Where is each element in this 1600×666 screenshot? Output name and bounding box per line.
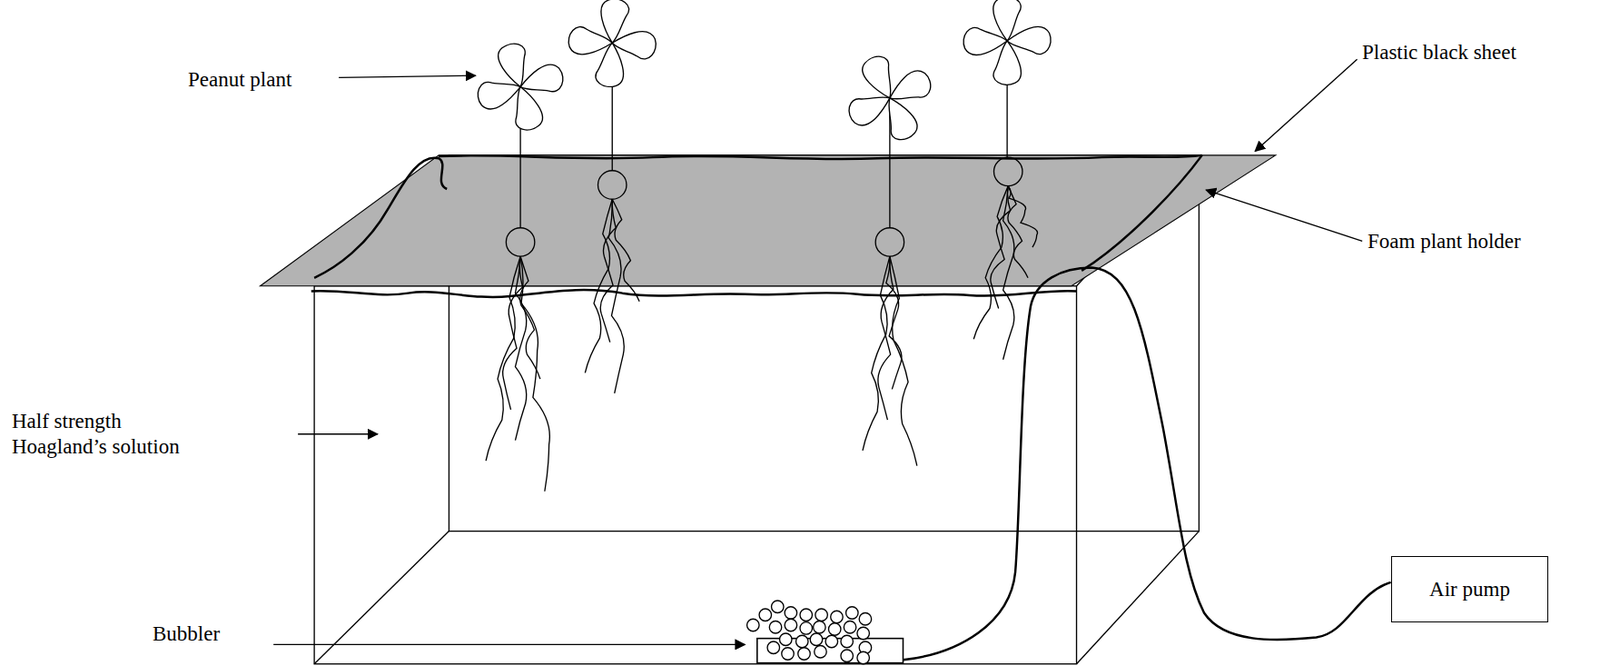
bubble [828,622,840,635]
bubble [784,606,797,619]
part-label: Bubbler [152,621,220,647]
root-stroke [584,198,613,373]
root-stroke [485,256,521,461]
root-stroke [1003,186,1015,360]
part-label: Half strength Hoagland’s solution [11,408,217,459]
part-label: Plastic black sheet [1362,39,1517,66]
plant-roots [485,186,1038,492]
device-box: Air pump [1391,555,1549,623]
root-stroke [1007,186,1028,278]
root-stroke [514,256,526,440]
bubble [759,608,771,621]
bubble [809,632,822,645]
root-stroke [600,198,616,342]
air-tube [902,267,1391,661]
bubble [825,634,838,647]
root-stroke [973,186,1008,340]
root-stroke [990,186,1011,309]
bubble [771,600,784,613]
bubble [798,647,810,660]
bubble [767,641,780,653]
root-stroke [520,256,550,492]
plastic-sheet [311,155,1203,297]
peanut-plants [477,0,1059,257]
bubble [843,621,856,633]
root-stroke [1007,186,1038,247]
bubble [846,606,859,619]
root-stroke [889,256,918,465]
bubble [840,634,853,647]
bubble [784,618,797,631]
bubble [747,618,760,631]
box-text: Air pump [1429,577,1511,602]
leader-arrows [273,59,1363,644]
bubble [859,612,871,625]
bubble [800,608,812,621]
root-stroke [862,256,890,451]
bubble [796,634,809,647]
bubble [780,632,792,645]
air-bubbles [747,600,872,664]
bubble [769,621,781,633]
foam-plant-holder [260,155,1276,287]
bubble [781,647,794,660]
bubble [814,645,827,658]
bubble [840,649,853,662]
bubble [800,622,812,634]
root-stroke [886,256,902,389]
bubble [857,651,870,663]
root-stroke [503,256,524,410]
bubble [813,621,826,633]
part-label: Foam plant holder [1367,228,1521,255]
root-stroke [612,198,640,301]
bubble [815,608,828,621]
part-label: Peanut plant [187,67,292,93]
bubble [857,626,870,639]
bubble [830,610,843,623]
